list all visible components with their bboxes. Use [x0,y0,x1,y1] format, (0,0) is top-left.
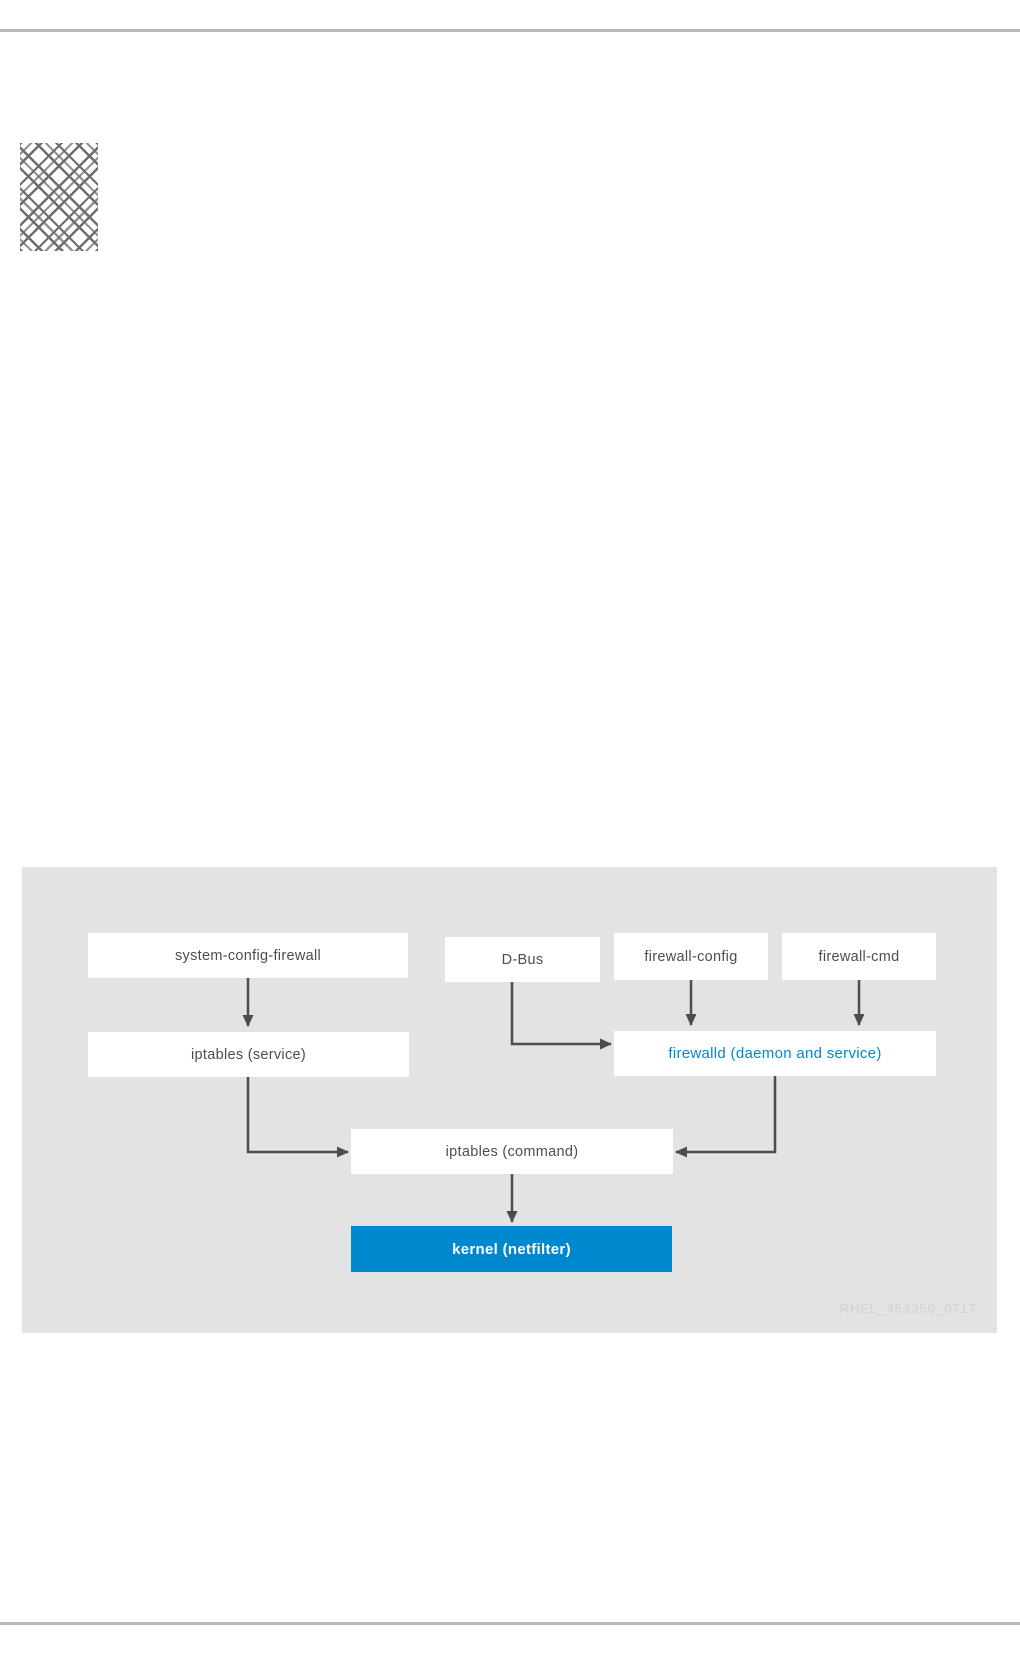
node-firewall-config: firewall-config [614,933,768,980]
node-label: firewalld (daemon and service) [668,1045,882,1062]
node-label: firewall-cmd [818,948,900,965]
diagram-watermark: RHEL_453350_0717 [839,1301,977,1316]
red-hat-pattern-icon [20,143,98,251]
node-kernel-netfilter: kernel (netfilter) [351,1226,672,1272]
arrow-ipsvc-to-ipcmd [246,1077,349,1158]
node-label: system-config-firewall [175,947,321,964]
node-firewall-cmd: firewall-cmd [782,933,936,980]
node-firewalld: firewalld (daemon and service) [614,1031,936,1076]
node-label: kernel (netfilter) [452,1240,571,1258]
node-label: iptables (command) [445,1143,579,1160]
arrow-fwd-to-ipcmd [675,1076,777,1158]
node-label: D-Bus [501,951,544,968]
bottom-divider [0,1622,1020,1625]
node-iptables-command: iptables (command) [351,1129,673,1174]
node-label: iptables (service) [191,1046,306,1063]
arrow-dbus-to-fwd [510,982,612,1050]
firewall-stack-diagram: system-config-firewall D-Bus firewall-co… [22,867,997,1333]
diagram-arrows [242,978,865,1223]
node-iptables-service: iptables (service) [88,1032,409,1077]
top-divider [0,29,1020,32]
node-label: firewall-config [644,948,738,965]
node-system-config-firewall: system-config-firewall [88,933,408,978]
node-dbus: D-Bus [445,937,600,982]
